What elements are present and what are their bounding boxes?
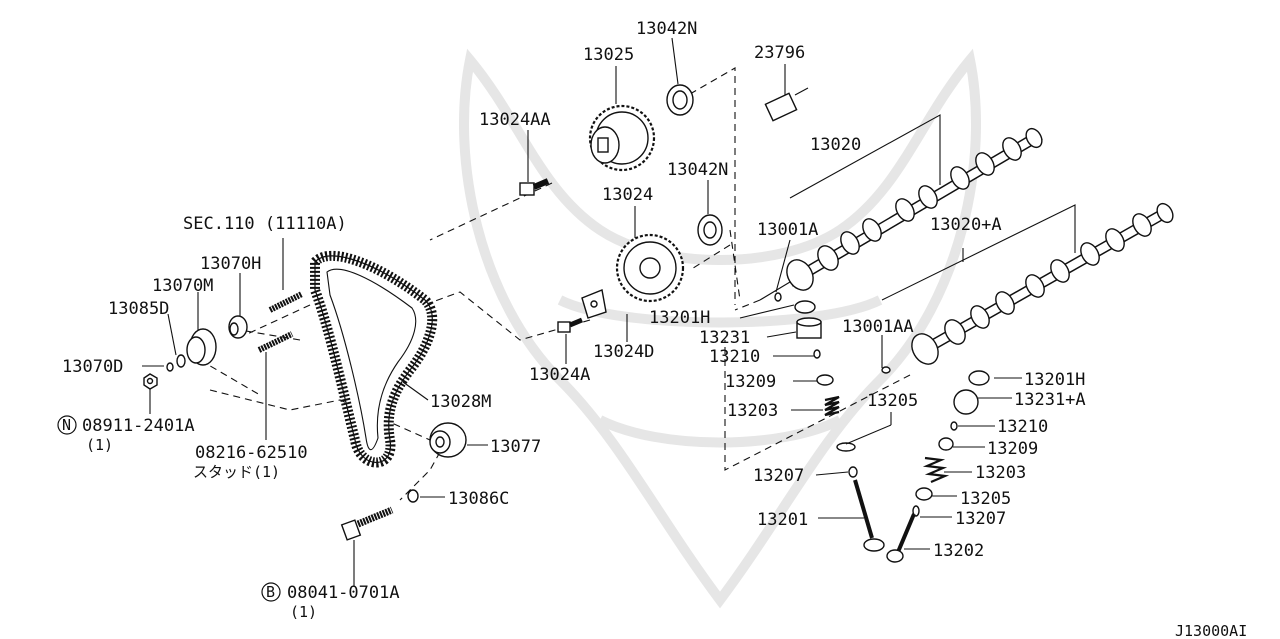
washer-13085d[interactable]: [176, 354, 186, 368]
timing-belt-13028m[interactable]: [310, 250, 438, 468]
collet-13210[interactable]: [813, 349, 821, 359]
nut-badge: N: [57, 415, 77, 435]
bolt-badge-letter: B: [266, 583, 275, 601]
label-08041-qty: (1): [290, 603, 317, 621]
collet-13210-right[interactable]: [950, 421, 958, 431]
label-13020[interactable]: 13020: [810, 135, 861, 155]
nut-08911-2401a[interactable]: [143, 373, 158, 390]
lifter-13231[interactable]: [796, 317, 822, 339]
valve-13202[interactable]: [886, 513, 916, 563]
lifter-13231-a[interactable]: [953, 389, 979, 415]
valve-train-right: [774, 292, 990, 563]
bolt-13024aa[interactable]: [519, 178, 550, 196]
label-13210-right[interactable]: 13210: [997, 417, 1048, 437]
label-13203[interactable]: 13203: [727, 401, 778, 421]
label-13201[interactable]: 13201: [757, 510, 808, 530]
camshaft-13020-a[interactable]: [907, 201, 1176, 369]
label-13210[interactable]: 13210: [709, 347, 760, 367]
camshaft-13020[interactable]: [759, 126, 1045, 301]
valve-13201[interactable]: [853, 479, 885, 552]
valve-train-left: [794, 300, 885, 552]
spring-13203-right[interactable]: [922, 456, 950, 484]
label-13201h-mid[interactable]: 13201H: [649, 308, 710, 328]
label-13205[interactable]: 13205: [867, 391, 918, 411]
plug-13001a[interactable]: [774, 292, 782, 302]
label-13025[interactable]: 13025: [583, 45, 634, 65]
shim-13201h-mid[interactable]: [794, 300, 816, 314]
label-13042n-top[interactable]: 13042N: [636, 19, 697, 39]
label-13070m[interactable]: 13070M: [152, 276, 213, 296]
label-13024aa[interactable]: 13024AA: [479, 110, 551, 130]
label-13207-right[interactable]: 13207: [955, 509, 1006, 529]
label-13085d[interactable]: 13085D: [108, 299, 169, 319]
label-13001a[interactable]: 13001A: [757, 220, 818, 240]
bolt-13024a[interactable]: [557, 317, 583, 333]
guide-13207[interactable]: [848, 466, 858, 478]
plug-23796[interactable]: [764, 87, 809, 122]
label-13209[interactable]: 13209: [725, 372, 776, 392]
label-13201h-right[interactable]: 13201H: [1024, 370, 1085, 390]
shim-13201h-right[interactable]: [968, 370, 990, 386]
washer-13086c[interactable]: [407, 489, 419, 503]
label-13086c[interactable]: 13086C: [448, 489, 509, 509]
label-08216-62510[interactable]: 08216-62510: [195, 443, 308, 463]
cam-sprocket-13024[interactable]: [615, 233, 685, 303]
bolt-08041-0701a[interactable]: [340, 506, 394, 541]
seat-13205[interactable]: [836, 442, 856, 452]
stud-sec110[interactable]: [268, 291, 304, 313]
spring-13203[interactable]: [824, 395, 840, 417]
label-08911-qty: (1): [86, 436, 113, 454]
label-13024[interactable]: 13024: [602, 185, 653, 205]
idler-pulley-13077[interactable]: [429, 422, 467, 458]
label-13020-a[interactable]: 13020+A: [930, 215, 1002, 235]
label-13209-right[interactable]: 13209: [987, 439, 1038, 459]
assembly-lines: [199, 67, 911, 501]
seal-13042n-top[interactable]: [666, 84, 694, 116]
label-08216-note: スタッド(1): [193, 463, 280, 481]
label-08041-0701a[interactable]: 08041-0701A: [287, 583, 400, 603]
nut-badge-letter: N: [62, 416, 71, 434]
tensioner-pulley-13070m[interactable]: [186, 328, 217, 366]
guide-13207-right[interactable]: [912, 505, 920, 517]
label-13070h[interactable]: 13070H: [200, 254, 261, 274]
retainer-13209[interactable]: [816, 374, 834, 386]
label-08911-2401a[interactable]: 08911-2401A: [82, 416, 195, 436]
spacer-13070h[interactable]: [228, 315, 248, 339]
seal-13042n-mid[interactable]: [697, 214, 723, 246]
washer-13070d[interactable]: [166, 362, 174, 372]
label-13231-a[interactable]: 13231+A: [1014, 390, 1086, 410]
label-13028m[interactable]: 13028M: [430, 392, 491, 412]
label-13024a[interactable]: 13024A: [529, 365, 590, 385]
label-13042n-mid[interactable]: 13042N: [667, 160, 728, 180]
label-13207[interactable]: 13207: [753, 466, 804, 486]
label-13202[interactable]: 13202: [933, 541, 984, 561]
bolt-badge: B: [261, 582, 281, 602]
part-labels: 13042N 13025 23796 13024AA 13020 13042N …: [57, 19, 1247, 639]
diagram-code: J13000AI: [1175, 622, 1247, 639]
leader-lines: [142, 37, 1076, 586]
stud-08216-62510[interactable]: [257, 331, 294, 353]
cam-sprocket-13025[interactable]: [588, 104, 656, 172]
bracket-13024d[interactable]: [581, 289, 607, 319]
label-13070d[interactable]: 13070D: [62, 357, 123, 377]
retainer-13209-right[interactable]: [938, 437, 954, 451]
label-13077[interactable]: 13077: [490, 437, 541, 457]
label-23796[interactable]: 23796: [754, 43, 805, 63]
plug-13001aa[interactable]: [881, 366, 891, 374]
label-13024d[interactable]: 13024D: [593, 342, 654, 362]
seat-13205-right[interactable]: [915, 487, 933, 501]
label-13001aa[interactable]: 13001AA: [842, 317, 914, 337]
label-13203-right[interactable]: 13203: [975, 463, 1026, 483]
label-sec110[interactable]: SEC.110 (11110A): [183, 214, 347, 234]
label-13231[interactable]: 13231: [699, 328, 750, 348]
label-13205-right[interactable]: 13205: [960, 489, 1011, 509]
